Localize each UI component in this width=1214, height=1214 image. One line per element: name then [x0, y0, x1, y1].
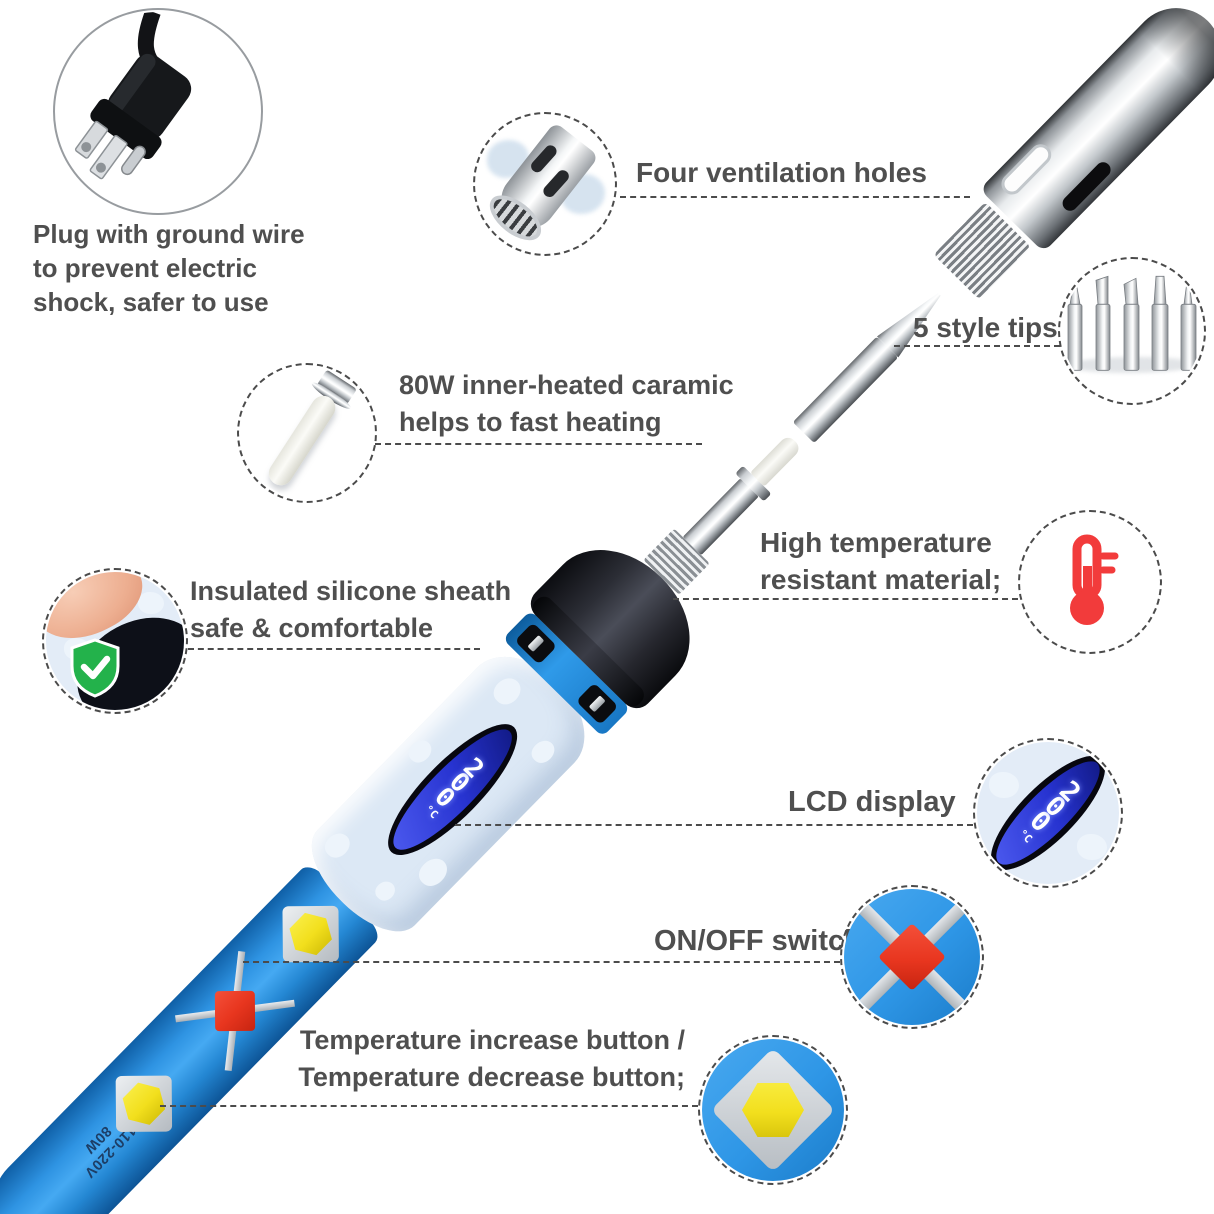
- caption-line: 80W inner-heated caramic: [399, 370, 734, 400]
- caption-line: Insulated silicone sheath: [190, 576, 512, 606]
- temp-buttons-caption: Temperature increase button / Temperatur…: [283, 1022, 685, 1096]
- tip-shaft: [792, 336, 899, 444]
- temp-callout-circle: [698, 1035, 848, 1185]
- five-tips-image: [1062, 274, 1202, 383]
- caption-line: Temperature decrease button;: [298, 1062, 685, 1092]
- power-plug-image: [74, 12, 192, 180]
- tube-open-end: [481, 186, 549, 249]
- red-square-button[interactable]: [214, 990, 256, 1032]
- sheath-bump: [138, 592, 164, 614]
- barrel-end-cap: [1136, 0, 1214, 93]
- ceramic-rod: [264, 391, 340, 490]
- sheath-bump: [414, 853, 453, 892]
- ceramic-callout-line: [375, 443, 702, 445]
- silicone-caption: Insulated silicone sheath safe & comfort…: [190, 573, 511, 647]
- metal-shaft: [682, 478, 759, 556]
- tip-bevel: [1095, 275, 1109, 305]
- lcd-display-body: °C 0 0 2: [371, 707, 534, 872]
- high-temp-callout-line: [673, 598, 1018, 600]
- caption-line: shock, safer to use: [33, 287, 269, 317]
- onoff-callout-circle: [840, 885, 984, 1029]
- ceramic-heater-core: [750, 434, 803, 487]
- caption-line: resistant material;: [760, 564, 1002, 595]
- ground-pin: [121, 145, 146, 176]
- sheath-bump: [527, 736, 559, 768]
- caption-line: Temperature increase button /: [299, 1025, 685, 1055]
- sheath-bump: [1077, 834, 1107, 860]
- silicone-callout-circle: [42, 568, 188, 714]
- ventilation-hole: [997, 139, 1056, 199]
- lcd-digit: 2: [457, 752, 490, 785]
- sheath-bump: [371, 877, 399, 905]
- ventilation-callout-circle: [473, 112, 617, 256]
- tip-pointed: [1069, 276, 1081, 305]
- ventilation-hole: [528, 142, 559, 175]
- caption-line: Plug with ground wire: [33, 219, 305, 249]
- lcd-label: LCD display: [788, 786, 956, 818]
- silicone-callout-line: [188, 648, 480, 650]
- temp-callout-line: [160, 1105, 698, 1107]
- caption-line: safe & comfortable: [190, 613, 434, 643]
- high-temp-caption: High temperature resistant material;: [760, 524, 1001, 598]
- lcd-callout-line: [455, 824, 973, 826]
- ventilation-hole: [540, 167, 572, 200]
- steel-barrel: [979, 0, 1214, 253]
- ventilation-label: Four ventilation holes: [636, 157, 927, 188]
- caption-line: to prevent electric: [33, 253, 257, 283]
- caption-line: helps to fast heating: [399, 407, 662, 437]
- plug-callout-circle: [53, 8, 263, 215]
- plug-caption: Plug with ground wire to prevent electri…: [33, 217, 305, 319]
- tips-callout-line: [894, 345, 1060, 347]
- ceramic-caption: 80W inner-heated caramic helps to fast h…: [399, 367, 734, 441]
- ceramic-callout-circle: [237, 363, 377, 503]
- lcd-screen: °C 0 0 2: [379, 716, 526, 864]
- onoff-label: ON/OFF switch: [654, 925, 862, 957]
- ventilation-callout-line: [620, 196, 970, 198]
- tips-label: 5 style tips: [913, 312, 1058, 343]
- sheath-bump: [404, 735, 436, 767]
- ventilation-hole: [1059, 159, 1114, 214]
- shield-check-icon: [70, 638, 120, 698]
- tips-callout-circle: [1058, 257, 1206, 405]
- sheath-bump: [320, 828, 355, 863]
- caption-line: High temperature: [760, 527, 992, 558]
- onoff-callout-line: [243, 961, 840, 963]
- sheath-bump: [989, 772, 1019, 798]
- tip-fine-point: [1183, 274, 1193, 305]
- lcd-callout-circle: °C 0 0 2: [973, 738, 1123, 888]
- tip-hoof: [1123, 277, 1139, 305]
- tip-chisel: [1153, 275, 1167, 305]
- thermometer-icon: [1070, 534, 1119, 625]
- sheath-bump: [488, 672, 526, 710]
- ceramic-heater-image: [253, 367, 361, 499]
- high-temp-callout-circle: [1018, 510, 1162, 654]
